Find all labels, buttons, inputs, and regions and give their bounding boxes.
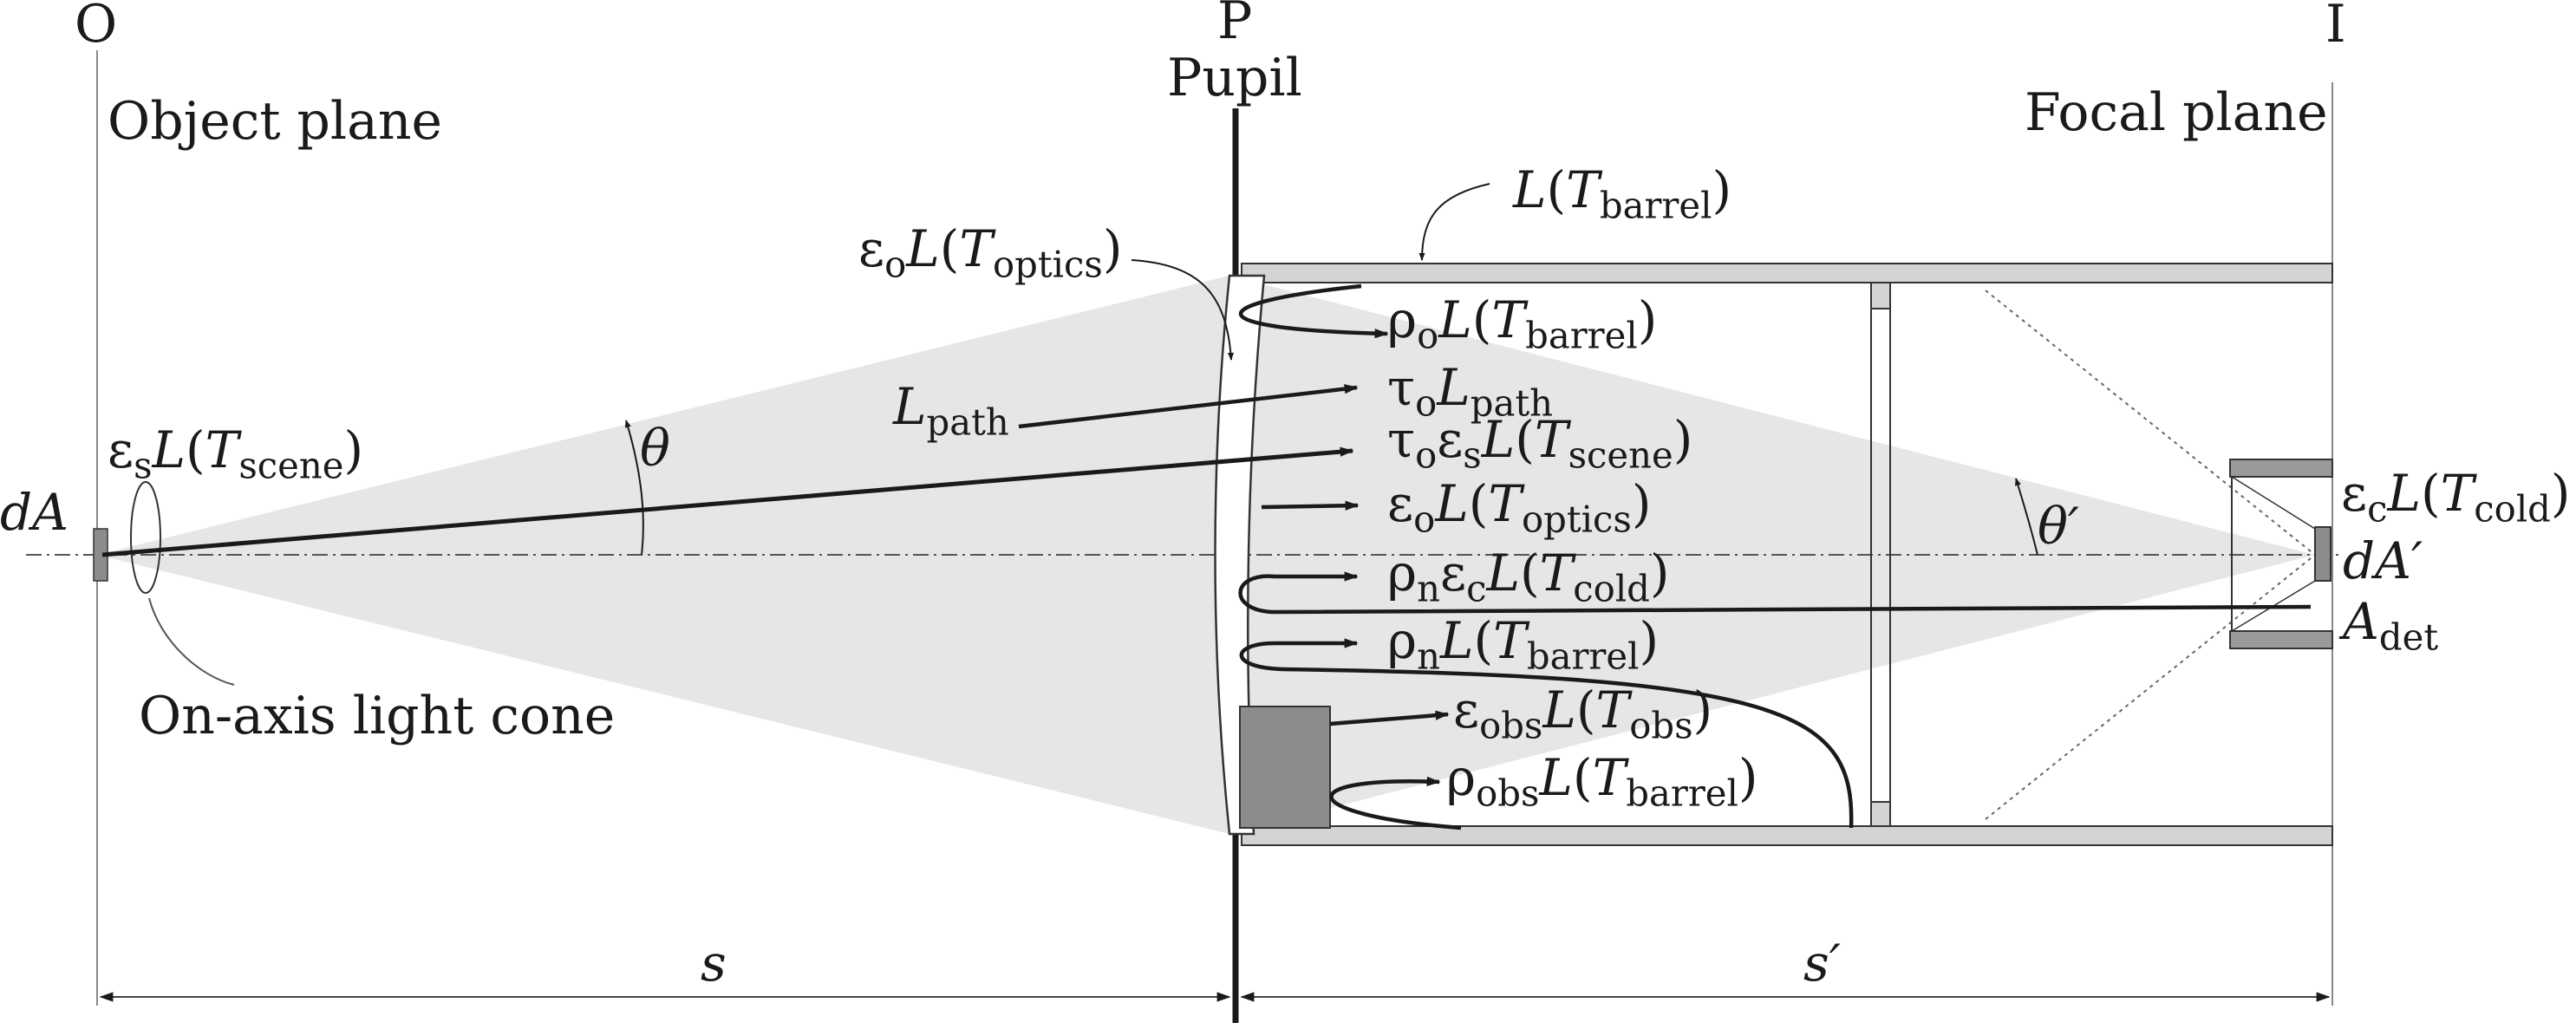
theta-arc	[624, 420, 644, 556]
path-radiance-label: Lpath	[893, 377, 1009, 444]
obscuration-block	[1239, 706, 1331, 829]
obscuration-emission-ray	[1329, 710, 1450, 726]
focal-plane-label: Focal plane	[2025, 82, 2328, 143]
barrel-pointer	[1418, 183, 1490, 261]
baffle-upper-stub	[1870, 282, 1891, 309]
detector	[2314, 526, 2331, 582]
optics-emission-label: εoL(Toptics)	[1387, 474, 1652, 541]
path-ray	[1018, 384, 1359, 429]
light-cone-ellipse	[130, 481, 161, 594]
optics-pointer-label: εoL(Toptics)	[858, 219, 1123, 286]
barrel-bottom-wall	[1241, 825, 2333, 846]
light-cone-label: On-axis light cone	[139, 686, 616, 746]
barrel-reflection-ray	[1239, 283, 1389, 339]
pupil-label: Pupil	[1167, 48, 1302, 108]
theta-prime-label: θ′	[2038, 497, 2080, 556]
detector-area-label: dA′	[2343, 531, 2423, 590]
narcissus-barrel-ray	[1239, 638, 1854, 829]
baffle-lower-stub	[1870, 801, 1891, 827]
object-plane-label: Object plane	[108, 91, 443, 152]
detector-total-area-label: Adet	[2343, 592, 2439, 659]
narcissus-barrel-label: ρnL(Tbarrel)	[1387, 611, 1660, 678]
s-label: s	[701, 934, 727, 993]
narcissus-cold-ray	[1238, 571, 2312, 615]
barrel-reflection-label: ρoL(Tbarrel)	[1387, 290, 1658, 357]
point-P: P	[1217, 0, 1253, 51]
theta-prime-arc	[2014, 478, 2038, 556]
obscuration-reflection-ray	[1329, 776, 1462, 830]
point-I: I	[2325, 0, 2346, 55]
obscuration-reflection-label: ρobsL(Tbarrel)	[1446, 748, 1758, 815]
cold-radiance-label: εcL(Tcold)	[2341, 464, 2571, 531]
narcissus-cold-label: ρnεcL(Tcold)	[1387, 544, 1670, 610]
optics-pointer	[1131, 259, 1235, 361]
transmitted-path-label: τoLpath	[1387, 358, 1554, 425]
theta-label: θ	[640, 419, 670, 478]
scene-radiance-label: εsL(Tscene)	[108, 420, 364, 487]
obscuration-emission-label: εobsL(Tobs)	[1453, 681, 1713, 747]
object-area-label: dA	[0, 483, 69, 542]
scene-ray	[101, 446, 1354, 557]
transmitted-scene-label: τoεsL(Tscene)	[1387, 410, 1693, 477]
barrel-radiance-label: L(Tbarrel)	[1513, 160, 1732, 227]
lower-marginal-ray	[1985, 554, 2316, 820]
barrel-top-wall	[1241, 263, 2333, 283]
s-prime-label: s′	[1803, 934, 1841, 993]
optics-emission-ray	[1261, 500, 1360, 511]
point-O: O	[75, 0, 118, 55]
cold-shield-top	[2229, 459, 2333, 478]
light-cone-pointer	[148, 597, 235, 686]
cold-shield-bottom	[2229, 630, 2333, 649]
cold-cone-upper	[2231, 476, 2316, 530]
upper-marginal-ray	[1985, 290, 2316, 556]
